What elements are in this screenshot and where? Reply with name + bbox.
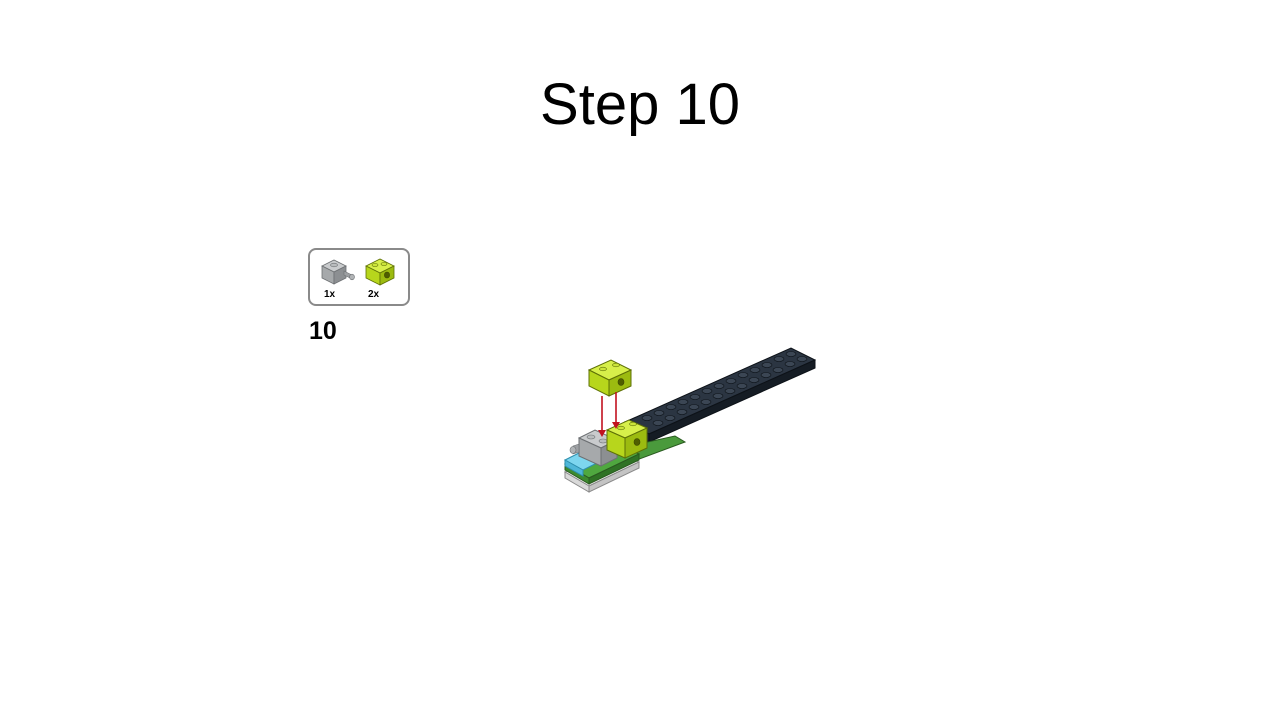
model-assembly-illustration [563,347,817,493]
parts-item-gray-brick: 1x [318,256,360,302]
part-quantity: 2x [368,289,380,300]
lime-brick-placed [605,419,649,459]
lime-brick-floating [587,359,633,397]
step-number: 10 [309,317,337,345]
slide-title: Step 10 [540,72,740,137]
parts-item-lime-brick: 2x [362,256,404,302]
lime-technic-brick-icon [365,258,395,286]
parts-callout: 1x 2x [308,248,410,306]
black-plate [623,347,817,443]
gray-brick-with-axle-icon [321,259,355,285]
part-quantity: 1x [324,289,336,300]
placement-arrows [598,392,620,437]
gray-brick [569,429,619,467]
